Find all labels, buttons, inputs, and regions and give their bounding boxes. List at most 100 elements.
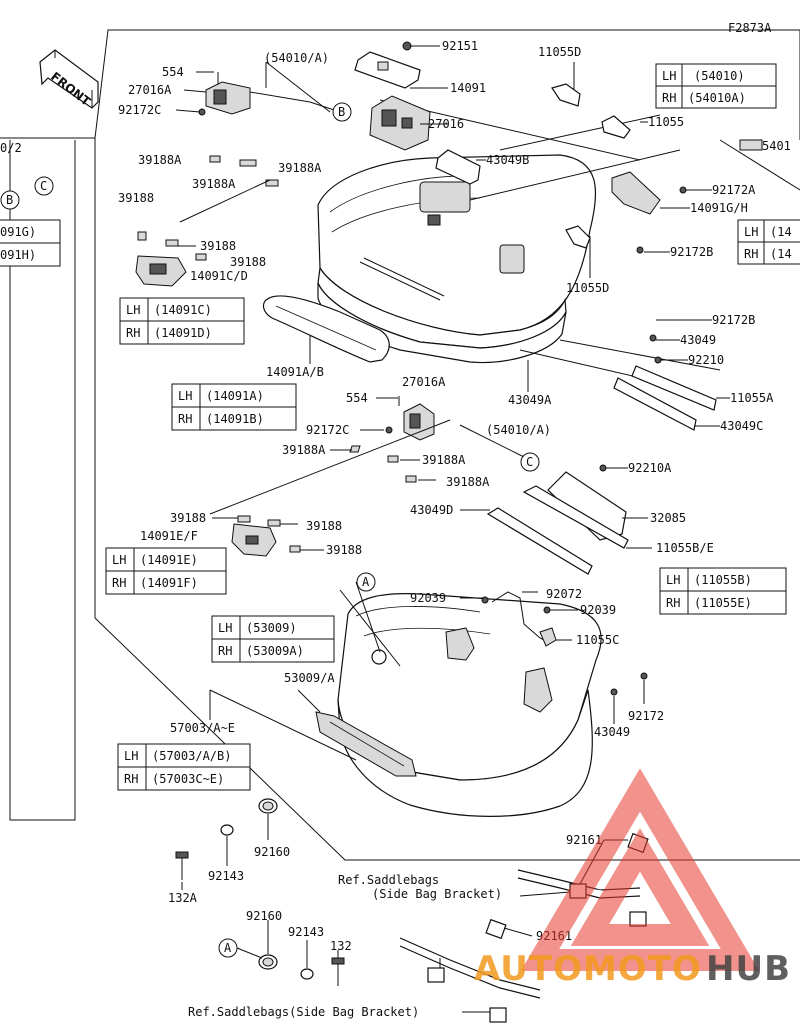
callout-a-bottom: A — [218, 938, 263, 959]
svg-text:(14091D): (14091D) — [154, 326, 212, 340]
svg-text:RH: RH — [666, 596, 680, 610]
edge-fragment-right: 5401 — [762, 139, 791, 153]
svg-text:(11055B): (11055B) — [694, 573, 752, 587]
label-32085: 32085 — [650, 511, 686, 525]
svg-text:RH: RH — [126, 326, 140, 340]
svg-text:(53009A): (53009A) — [246, 644, 304, 658]
table-57003: LH (57003/A/B) RH (57003C~E) — [117, 743, 251, 791]
label-39188-5: 39188 — [306, 519, 342, 533]
callout-b-left: B — [0, 190, 20, 210]
front-arrow-icon: FRONT — [39, 49, 99, 109]
table-14091ef: LH (14091E) RH (14091F) — [105, 547, 227, 595]
label-54010a-top: (54010/A) — [264, 51, 329, 65]
callout-b-upper: B — [309, 101, 352, 122]
svg-text:091H): 091H) — [0, 248, 36, 262]
label-92172b-2: 92172B — [712, 313, 755, 327]
label-39188a-3: 39188A — [192, 177, 236, 191]
bracket-14091cd — [135, 255, 187, 287]
label-39188a-4: 39188A — [282, 443, 326, 457]
label-92160-2: 92160 — [246, 909, 282, 923]
label-14091cd: 14091C/D — [190, 269, 248, 283]
svg-text:(14091C): (14091C) — [154, 303, 212, 317]
label-92210a: 92210A — [628, 461, 672, 475]
callout-a-bag: A — [356, 572, 376, 592]
callout-c-left: C — [34, 176, 54, 196]
label-39188-6: 39188 — [326, 543, 362, 557]
svg-text:LH: LH — [662, 69, 676, 83]
svg-text:RH: RH — [218, 644, 232, 658]
table-left-partial: 091G) 091H) — [0, 219, 61, 267]
label-14091gh: 14091G/H — [690, 201, 748, 215]
top-case-body — [317, 99, 721, 381]
label-11055d-mid: 11055D — [566, 281, 609, 295]
part-labels: 92151 11055D 554 (54010/A) 27016A 92172C… — [0, 39, 791, 1019]
label-92172c-mid: 92172C — [306, 423, 349, 437]
label-92039-2: 92039 — [580, 603, 616, 617]
svg-text:B: B — [338, 105, 345, 119]
label-92172a: 92172A — [712, 183, 756, 197]
saddlebag-body — [315, 581, 602, 817]
label-92143-2: 92143 — [288, 925, 324, 939]
svg-text:LH: LH — [112, 553, 126, 567]
svg-text:(14091A): (14091A) — [206, 389, 264, 403]
svg-text:LH: LH — [124, 749, 138, 763]
label-11055be: 11055B/E — [656, 541, 714, 555]
label-54010a-mid: (54010/A) — [486, 423, 551, 437]
edge-fragment-left: 0/2 — [0, 141, 22, 155]
svg-text:(57003/A/B): (57003/A/B) — [152, 749, 231, 763]
label-39188a-6: 39188A — [446, 475, 490, 489]
svg-text:(14091F): (14091F) — [140, 576, 198, 590]
label-39188-1: 39188 — [118, 191, 154, 205]
label-53009a: 53009/A — [284, 671, 335, 685]
label-554-mid: 554 — [346, 391, 368, 405]
label-43049d: 43049D — [410, 503, 453, 517]
side-strips — [613, 334, 717, 431]
svg-text:091G): 091G) — [0, 225, 36, 239]
label-11055: 11055 — [648, 115, 684, 129]
watermark-logo: AUTOMOTO HUB — [474, 768, 791, 989]
note-ref-2: (Side Bag Bracket) — [372, 887, 502, 901]
note-ref-1: Ref.Saddlebags — [338, 873, 439, 887]
label-92151: 92151 — [442, 39, 478, 53]
svg-text:(54010A): (54010A) — [688, 91, 746, 105]
label-92172: 92172 — [628, 709, 664, 723]
trim-strip — [262, 295, 390, 363]
svg-text:(14: (14 — [770, 247, 792, 261]
plate-32085 — [486, 464, 629, 575]
svg-text:C: C — [40, 179, 47, 193]
label-554-top: 554 — [162, 65, 184, 79]
note-ref-bottom: Ref.Saddlebags(Side Bag Bracket) — [188, 1005, 419, 1019]
label-14091ef: 14091E/F — [140, 529, 198, 543]
label-92039-1: 92039 — [410, 591, 446, 605]
label-11055d-top: 11055D — [538, 45, 581, 59]
label-43049-1: 43049 — [680, 333, 716, 347]
svg-text:RH: RH — [124, 772, 138, 786]
watermark-text-2: HUB — [706, 949, 791, 989]
svg-text:LH: LH — [666, 573, 680, 587]
upper-left-lock — [198, 72, 311, 116]
label-92072: 92072 — [546, 587, 582, 601]
svg-text:(53009): (53009) — [246, 621, 297, 635]
figure-id: F2873A — [728, 21, 772, 35]
label-57003: 57003/A~E — [170, 721, 235, 735]
label-132a: 132A — [168, 891, 198, 905]
label-43049a: 43049A — [508, 393, 552, 407]
label-27016: 27016 — [428, 117, 464, 131]
right-brackets — [551, 83, 800, 254]
svg-text:(57003C~E): (57003C~E) — [152, 772, 224, 786]
svg-text:RH: RH — [112, 576, 126, 590]
label-92172b-1: 92172B — [670, 245, 713, 259]
label-14091: 14091 — [450, 81, 486, 95]
svg-text:C: C — [526, 455, 533, 469]
svg-text:RH: RH — [662, 91, 676, 105]
label-132: 132 — [330, 939, 352, 953]
hardware-bottom-left — [175, 798, 345, 986]
callout-c-mid: C — [519, 452, 540, 472]
label-11055a: 11055A — [730, 391, 774, 405]
svg-text:(11055E): (11055E) — [694, 596, 752, 610]
watermark-text-1: AUTOMOTO — [474, 949, 702, 989]
table-14091cd: LH (14091C) RH (14091D) — [119, 297, 245, 345]
svg-text:A: A — [362, 575, 370, 589]
bracket-14091ef — [231, 523, 277, 557]
